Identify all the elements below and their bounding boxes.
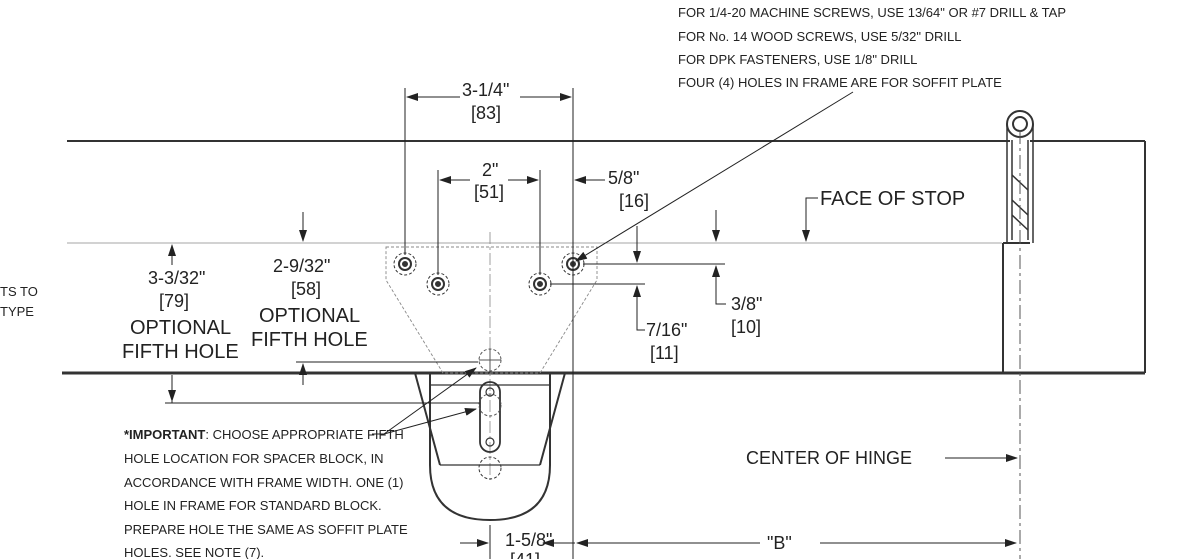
fifth-hole-label-left: FIFTH HOLE xyxy=(122,341,239,363)
dim-2-9-32 xyxy=(296,212,478,385)
dim-3-3-32-in: 3-3/32" xyxy=(148,268,205,288)
dim-3-3-32-mm: [79] xyxy=(159,291,189,311)
important-line-2: HOLE LOCATION FOR SPACER BLOCK, IN xyxy=(124,451,384,466)
top-note-3: FOR DPK FASTENERS, USE 1/8" DRILL xyxy=(678,52,917,67)
dim-2 xyxy=(437,170,541,275)
top-note-1: FOR 1/4-20 MACHINE SCREWS, USE 13/64" OR… xyxy=(678,5,1066,20)
dim-2-9-32-in: 2-9/32" xyxy=(273,256,330,276)
left-cut-text-1: TS TO xyxy=(0,284,38,299)
face-of-stop-leader xyxy=(802,197,818,242)
important-heading: *IMPORTANT xyxy=(124,427,205,442)
dim-b-label: "B" xyxy=(767,533,792,553)
important-line-3: ACCORDANCE WITH FRAME WIDTH. ONE (1) xyxy=(124,475,404,490)
optional-hole-lower xyxy=(478,393,502,417)
dim-3-8-mm: [10] xyxy=(731,317,761,337)
spacer-block xyxy=(414,372,566,522)
notes-leader xyxy=(575,91,854,262)
dim-2-mm: [51] xyxy=(474,182,504,202)
dim-3-1-4 xyxy=(404,88,574,559)
dim-7-16-in: 7/16" xyxy=(646,320,687,340)
dim-3-8-in: 3/8" xyxy=(731,294,762,314)
fifth-hole-label-right: FIFTH HOLE xyxy=(251,329,368,351)
dim-2-9-32-mm: [58] xyxy=(291,279,321,299)
important-line-4: HOLE IN FRAME FOR STANDARD BLOCK. xyxy=(124,498,382,513)
hinge xyxy=(1006,110,1034,243)
dim-3-1-4-in: 3-1/4" xyxy=(462,80,509,100)
dim-3-8 xyxy=(583,210,726,305)
dim-7-16-mm: [11] xyxy=(650,343,679,363)
face-of-stop-label: FACE OF STOP xyxy=(820,188,965,210)
important-note-line-1: *IMPORTANT: CHOOSE APPROPRIATE FIFTH xyxy=(124,427,404,442)
top-note-2: FOR No. 14 WOOD SCREWS, USE 5/32" DRILL xyxy=(678,29,961,44)
important-line-1: : CHOOSE APPROPRIATE FIFTH xyxy=(205,427,403,442)
important-leaders xyxy=(372,367,477,435)
dim-3-1-4-mm: [83] xyxy=(471,103,501,123)
optional-hole-upper xyxy=(478,348,502,372)
dim-1-5-8-mm: [41] xyxy=(510,550,540,559)
left-cut-text-2: TYPE xyxy=(0,304,34,319)
dim-1-5-8-in: 1-5/8" xyxy=(505,530,552,550)
hole-1 xyxy=(393,252,417,276)
dim-2-in: 2" xyxy=(482,160,498,180)
optional-label-left: OPTIONAL xyxy=(130,317,231,339)
frame-outline xyxy=(62,140,1146,375)
center-of-hinge-label: CENTER OF HINGE xyxy=(746,448,912,468)
dim-5-8-mm: [16] xyxy=(619,191,649,211)
hole-3 xyxy=(528,272,552,296)
important-line-6: HOLES. SEE NOTE (7). xyxy=(124,545,264,559)
optional-label-right: OPTIONAL xyxy=(259,305,360,327)
dim-1-5-8 xyxy=(460,525,575,559)
hole-2 xyxy=(426,272,450,296)
dim-7-16 xyxy=(550,226,645,331)
top-note-4: FOUR (4) HOLES IN FRAME ARE FOR SOFFIT P… xyxy=(678,75,1002,90)
important-line-5: PREPARE HOLE THE SAME AS SOFFIT PLATE xyxy=(124,522,408,537)
soffit-plate xyxy=(385,246,598,374)
dim-5-8-in: 5/8" xyxy=(608,168,639,188)
